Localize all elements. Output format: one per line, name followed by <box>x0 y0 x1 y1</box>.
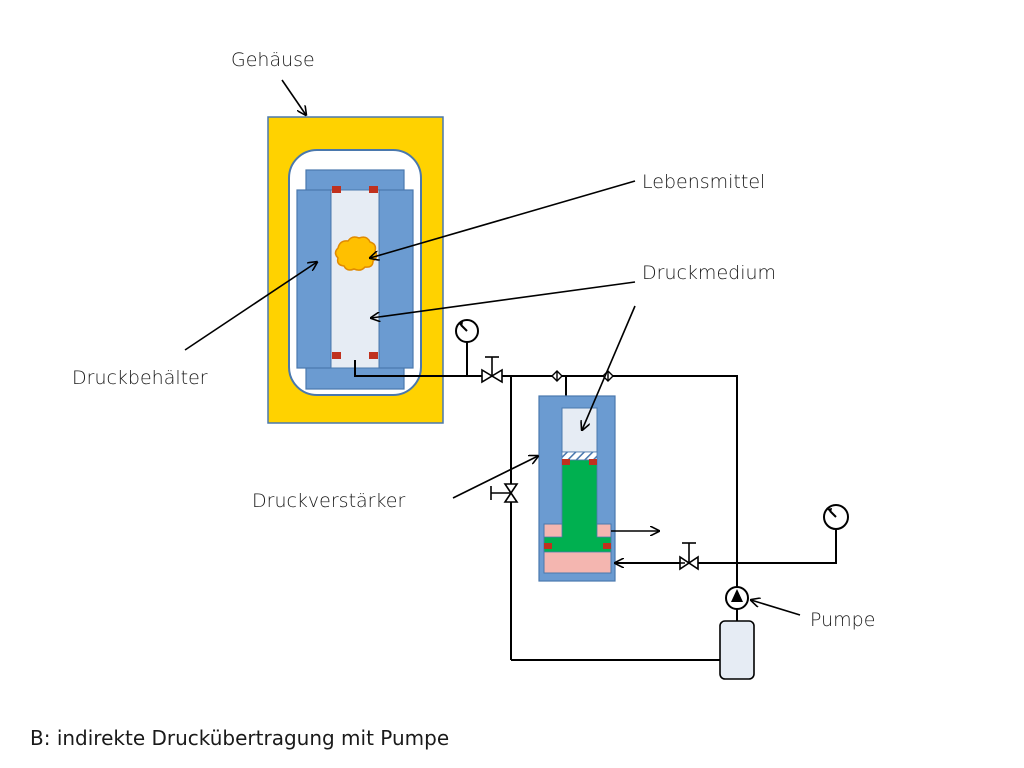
reservoir <box>719 620 755 680</box>
label-pressure-intensifier: Druckverstärker <box>252 490 405 512</box>
valve-icon <box>481 356 503 384</box>
pressure-gauge-icon <box>823 504 849 530</box>
label-housing: Gehäuse <box>231 49 315 71</box>
food-item <box>334 236 378 271</box>
valve-icon <box>679 542 699 571</box>
pressure-vessel <box>296 169 414 390</box>
pressure-gauge-icon <box>455 319 479 343</box>
label-pump: Pumpe <box>810 609 875 631</box>
label-pressure-vessel: Druckbehälter <box>72 367 208 389</box>
figure-caption: B: indirekte Druckübertragung mit Pumpe <box>30 726 449 750</box>
vessel-seals <box>332 186 378 359</box>
pressure-intensifier <box>538 395 616 582</box>
leader-arrows <box>184 79 801 616</box>
pump-icon <box>725 586 749 610</box>
valve-icon <box>490 483 519 503</box>
label-food: Lebensmittel <box>642 171 765 193</box>
label-pressure-medium: Druckmedium <box>642 262 776 284</box>
check-valve-icon <box>551 370 563 382</box>
